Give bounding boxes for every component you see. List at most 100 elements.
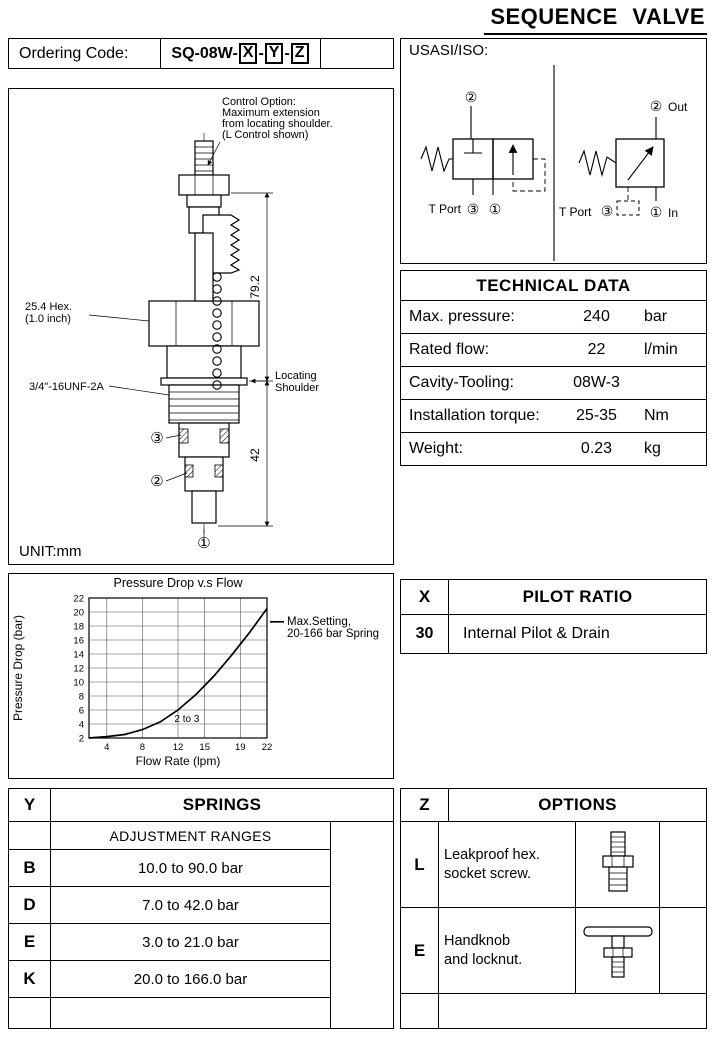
dimension-42: 42 (218, 380, 273, 527)
table-row: Max. pressure: 240 bar (401, 301, 706, 334)
svg-text:18: 18 (73, 622, 84, 633)
svg-text:4: 4 (104, 742, 109, 753)
pilot-ratio-header: X PILOT RATIO (401, 580, 706, 615)
table-row: D 7.0 to 42.0 bar (9, 887, 330, 924)
springs-table: Y SPRINGS ADJUSTMENT RANGES B 10.0 to 90… (8, 788, 394, 1029)
svg-text:Pressure Drop v.s Flow: Pressure Drop v.s Flow (114, 576, 244, 590)
springs-header: Y SPRINGS (9, 789, 393, 822)
svg-text:2: 2 (79, 734, 84, 745)
option-drawing-cell (576, 822, 660, 907)
control-option-line: from locating shoulder. (222, 118, 333, 130)
svg-text:2 to 3: 2 to 3 (174, 714, 199, 725)
leakproof-screw-drawing (601, 830, 634, 892)
svg-text:19: 19 (235, 742, 246, 753)
ordering-code-box: Ordering Code: SQ-08W-X-Y-Z (8, 38, 394, 69)
technical-data-table: TECHNICAL DATA Max. pressure: 240 bar Ra… (400, 270, 707, 466)
handknob-drawing (582, 925, 653, 978)
symbol-port-3: ③ (601, 203, 614, 219)
valve-spring-coils (212, 272, 222, 390)
table-row: Rated flow: 22 l/min (401, 334, 706, 367)
empty-code-cell (9, 998, 51, 1028)
springs-filler-row (9, 998, 330, 1028)
thread-spec-label: 3/4"-16UNF-2A (29, 381, 170, 396)
symbol-t-port-label: T Port (559, 205, 592, 219)
svg-text:20: 20 (73, 608, 84, 619)
svg-text:12: 12 (73, 664, 84, 675)
svg-text:6: 6 (79, 706, 84, 717)
valve-drawing-panel: Control Option: Maximum extension from l… (8, 88, 394, 565)
ordering-code-empty-cell (321, 39, 393, 68)
svg-text:79.2: 79.2 (248, 275, 262, 299)
options-table: Z OPTIONS L Leakproof hex. socket screw. (400, 788, 707, 1029)
control-option-note: Control Option: Maximum extension from l… (207, 96, 333, 166)
svg-text:42: 42 (248, 448, 262, 462)
svg-text:4: 4 (79, 720, 84, 731)
table-row: E Handknob and locknut. (401, 908, 706, 994)
pilot-ratio-code: X (401, 580, 449, 614)
svg-text:Pressure Drop (bar): Pressure Drop (bar) (11, 615, 25, 721)
svg-text:14: 14 (73, 650, 84, 661)
symbol-in-label: In (668, 206, 678, 220)
svg-text:Flow Rate (lpm): Flow Rate (lpm) (136, 754, 221, 768)
svg-text:10: 10 (73, 678, 84, 689)
option-description: Leakproof hex. socket screw. (439, 822, 576, 907)
ordering-code-separator: - (284, 44, 290, 62)
dimension-79-2: 79.2 (231, 192, 273, 382)
table-row: Cavity-Tooling: 08W-3 (401, 367, 706, 400)
springs-empty-column (331, 822, 393, 1028)
springs-code: Y (9, 789, 51, 821)
page-title: SEQUENCE VALVE (484, 4, 707, 35)
unit-label: UNIT:mm (19, 543, 82, 560)
table-row: E 3.0 to 21.0 bar (9, 924, 330, 961)
springs-title: SPRINGS (182, 795, 262, 814)
empty-code-cell (9, 822, 51, 849)
svg-text:Shoulder: Shoulder (275, 382, 319, 394)
table-row: 30 Internal Pilot & Drain (401, 615, 706, 653)
option-empty-cell (660, 908, 706, 993)
ordering-code-x: X (238, 43, 258, 64)
usasi-iso-panel: USASI/ISO: ② T Port ③ (400, 38, 707, 264)
technical-data-title: TECHNICAL DATA (401, 271, 706, 301)
symbol-port-2: ② (465, 89, 478, 105)
empty-code-cell (401, 994, 439, 1028)
ordering-code-label: Ordering Code: (9, 39, 161, 68)
ordering-code-separator: - (258, 44, 264, 62)
ordering-code-value: SQ-08W-X-Y-Z (161, 39, 321, 68)
options-title: OPTIONS (538, 795, 617, 814)
svg-text:8: 8 (79, 692, 84, 703)
port-markers: ③ ② ① (150, 430, 210, 552)
symbol-port-3: ③ (467, 201, 480, 217)
option-empty-cell (660, 822, 706, 907)
table-row: Installation torque: 25-35 Nm (401, 400, 706, 433)
options-code: Z (401, 789, 449, 821)
valve-body-shapes (148, 140, 260, 524)
control-option-line: Control Option: (222, 96, 296, 108)
ordering-code-prefix: SQ-08W- (171, 44, 238, 62)
table-row: L Leakproof hex. socket screw. (401, 822, 706, 908)
usasi-iso-label: USASI/ISO: (409, 42, 489, 59)
control-option-line: Maximum extension (222, 107, 320, 119)
locating-shoulder-label: Locating Shoulder (250, 370, 319, 394)
option-description: Handknob and locknut. (439, 908, 576, 993)
valve-cross-section-drawing: Control Option: Maximum extension from l… (25, 96, 333, 552)
svg-text:(1.0 inch): (1.0 inch) (25, 313, 71, 325)
ordering-code-z: Z (290, 43, 309, 64)
svg-text:22: 22 (262, 742, 273, 753)
port-2-marker: ② (150, 473, 163, 490)
svg-text:22: 22 (73, 594, 84, 605)
svg-text:15: 15 (199, 742, 210, 753)
port-1-marker: ① (197, 535, 210, 552)
svg-text:3/4"-16UNF-2A: 3/4"-16UNF-2A (29, 381, 104, 393)
svg-text:25.4 Hex.: 25.4 Hex. (25, 301, 72, 313)
svg-text:Locating: Locating (275, 370, 317, 382)
table-row: K 20.0 to 166.0 bar (9, 961, 330, 998)
symbol-port-1: ① (489, 201, 502, 217)
option-drawing-cell (576, 908, 660, 993)
svg-text:16: 16 (73, 636, 84, 647)
symbol-detailed-valve: ② T Port ③ ① (420, 89, 546, 217)
svg-text:Max.Setting,: Max.Setting, (287, 616, 351, 628)
adjustment-ranges-row: ADJUSTMENT RANGES (9, 822, 330, 850)
